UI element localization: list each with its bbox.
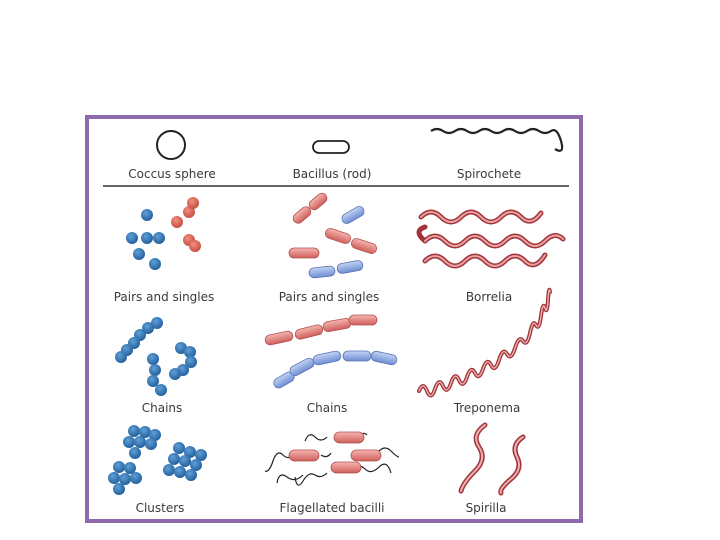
- borrelia-label: Borrelia: [409, 290, 569, 304]
- bacillus-chains-illustration: [264, 315, 397, 390]
- coccus-sphere-label: Coccus sphere: [92, 167, 252, 181]
- coccus-clusters-illustration: [108, 425, 207, 495]
- coccus-chains-illustration: [115, 317, 197, 396]
- spirochete-icon: [431, 129, 562, 151]
- coccus-chains-label: Chains: [82, 401, 242, 415]
- borrelia-illustration: [419, 212, 563, 266]
- coccus-clusters-label: Clusters: [80, 501, 240, 515]
- flagellated-bacilli-label: Flagellated bacilli: [252, 501, 412, 515]
- spirochete-label: Spirochete: [409, 167, 569, 181]
- treponema-illustration: [419, 290, 550, 396]
- bacillus-chains-label: Chains: [247, 401, 407, 415]
- bacillus-rod-icon: [313, 141, 349, 153]
- flagellated-bacilli-illustration: [265, 432, 399, 485]
- figure-frame: Coccus sphere Bacillus (rod) Spirochete …: [85, 115, 583, 523]
- bacillus-pairs-singles-label: Pairs and singles: [249, 290, 409, 304]
- coccus-pairs-singles-label: Pairs and singles: [84, 290, 244, 304]
- spirilla-illustration: [461, 425, 523, 493]
- spirilla-label: Spirilla: [406, 501, 566, 515]
- treponema-label: Treponema: [407, 401, 567, 415]
- coccus-pairs-singles-illustration: [126, 197, 201, 270]
- bacillus-pairs-singles-illustration: [289, 191, 378, 278]
- coccus-sphere-icon: [157, 131, 185, 159]
- bacillus-rod-label: Bacillus (rod): [252, 167, 412, 181]
